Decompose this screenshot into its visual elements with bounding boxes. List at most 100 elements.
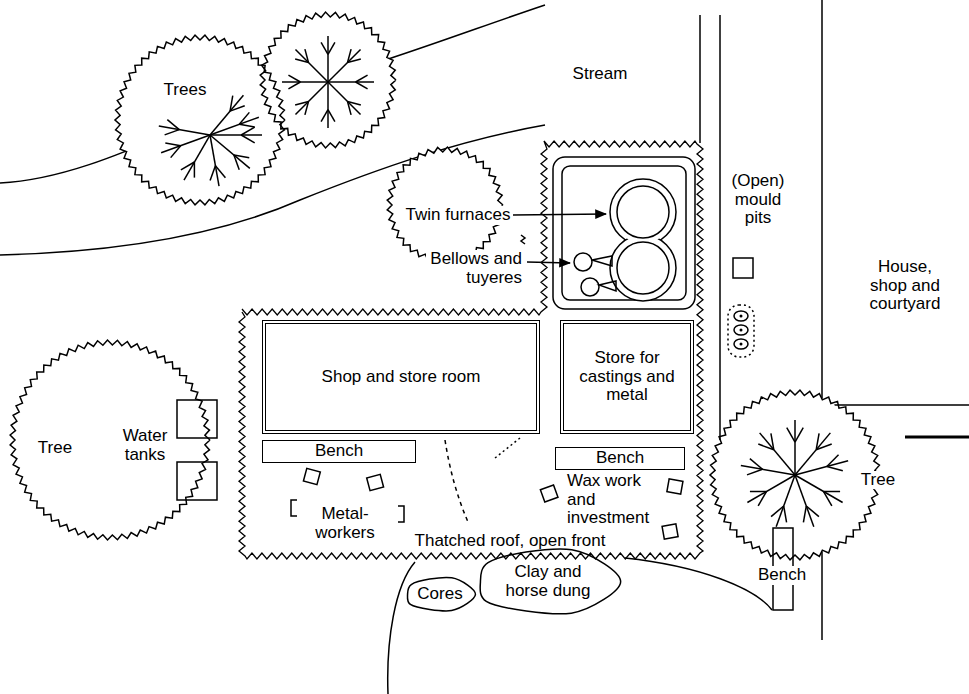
tree-branch (741, 465, 795, 475)
tree-twig (348, 102, 352, 115)
door-swing (445, 440, 468, 522)
tree-twig (328, 110, 335, 122)
mould-pit-dot (740, 315, 743, 318)
house-wall (905, 436, 969, 439)
seat (667, 479, 683, 494)
tree-outline-svg (115, 35, 285, 205)
bench-box: Bench (262, 440, 416, 463)
mould-pit (734, 325, 748, 335)
tree-twig (827, 455, 839, 467)
seat (303, 468, 320, 484)
node-text: Clay and horse dung (501, 563, 596, 600)
tree-twig (288, 75, 300, 82)
map-label: (Open) mould pits (726, 172, 790, 228)
tree-branch (776, 475, 795, 527)
tuyere (592, 256, 612, 266)
node-text: Bench (596, 449, 644, 468)
tree-twig (771, 433, 774, 449)
room-box: Store for castings and metal (560, 320, 694, 434)
tree-twig (795, 428, 803, 442)
tree: Tree (710, 390, 880, 560)
tree-branch (328, 49, 361, 82)
tree-branch (159, 126, 210, 135)
leader-arrow (513, 214, 606, 215)
tree-twig (356, 75, 368, 82)
thatch-outline (239, 141, 703, 559)
mould-pit-group (728, 305, 754, 357)
tree-branch (295, 82, 328, 115)
node-text: Shop and store room (322, 368, 481, 387)
tree-twig (181, 162, 195, 170)
tree-twig (241, 135, 255, 143)
tree-twig (165, 143, 180, 146)
path-edge (699, 15, 701, 143)
tree-branch (795, 475, 843, 503)
tree-twig (750, 491, 767, 493)
mould-pit-dot (740, 329, 743, 332)
tree-branch (795, 475, 814, 527)
bench-box: Bench (555, 447, 685, 470)
ground-edge (625, 558, 772, 610)
heap-outline (407, 577, 475, 610)
tree-twig (241, 127, 255, 135)
map-label: House, shop and courtyard (859, 258, 951, 314)
tree-twig (167, 120, 179, 130)
bellows (581, 278, 599, 296)
tree-twig (194, 162, 196, 178)
tree-twig (758, 444, 774, 450)
bellows (574, 253, 592, 271)
tree-branch (328, 82, 361, 115)
map-label: Water tanks (116, 427, 174, 464)
furnace-fill (612, 181, 674, 243)
furnace-outer (610, 235, 676, 301)
tree-twig (321, 110, 328, 122)
tree-twig (750, 459, 763, 470)
furnace-fill (612, 237, 674, 299)
tree-branch (210, 135, 219, 186)
node-text: Thatched roof, open front (415, 532, 606, 551)
map-label: Stream (573, 65, 628, 84)
node-text: Tree (38, 439, 72, 458)
tree-twig (348, 102, 361, 106)
tree-branch (760, 433, 795, 475)
tree-twig (305, 102, 309, 115)
tree-twig (747, 469, 763, 475)
tree-outline-svg (710, 390, 880, 560)
tree-canopy (115, 35, 285, 205)
water-tank (177, 400, 217, 438)
mould-pit-dot (740, 343, 743, 346)
furnace-room-wall (553, 157, 695, 309)
furnace-inner (617, 186, 669, 238)
tree-twig (806, 506, 819, 517)
furnace-inner (617, 242, 669, 294)
ground-edge (388, 562, 415, 694)
tree-branch (210, 135, 250, 168)
tree: Trees (115, 35, 285, 205)
seat (540, 485, 558, 502)
tree-twig (816, 444, 832, 450)
map-label: Wax work and investment (567, 472, 657, 528)
tree-twig (784, 506, 787, 522)
tree-branch (210, 134, 262, 136)
tree-twig (230, 96, 233, 111)
map-label: Bellows and tuyeres (426, 250, 522, 287)
tree-twig (803, 506, 806, 522)
tree-twig (328, 42, 335, 54)
tree-twig (305, 49, 309, 62)
seat (367, 474, 384, 490)
tree-branch (327, 82, 329, 128)
tree-branch (210, 117, 259, 135)
door-swing (495, 438, 520, 458)
mould-pit (734, 339, 748, 349)
heap-blob: Clay and horse dung (468, 545, 628, 618)
tree-branch (161, 135, 210, 153)
map-label: Metal-workers (310, 505, 380, 542)
house-boundary (821, 540, 823, 640)
heap-outline (480, 549, 621, 614)
mould-pit (734, 311, 748, 321)
tree-branch (794, 420, 796, 475)
tree-canopy (10, 340, 210, 540)
tree-branch (327, 36, 329, 82)
tree-twig (824, 491, 841, 493)
map-label: Bench (758, 566, 806, 585)
